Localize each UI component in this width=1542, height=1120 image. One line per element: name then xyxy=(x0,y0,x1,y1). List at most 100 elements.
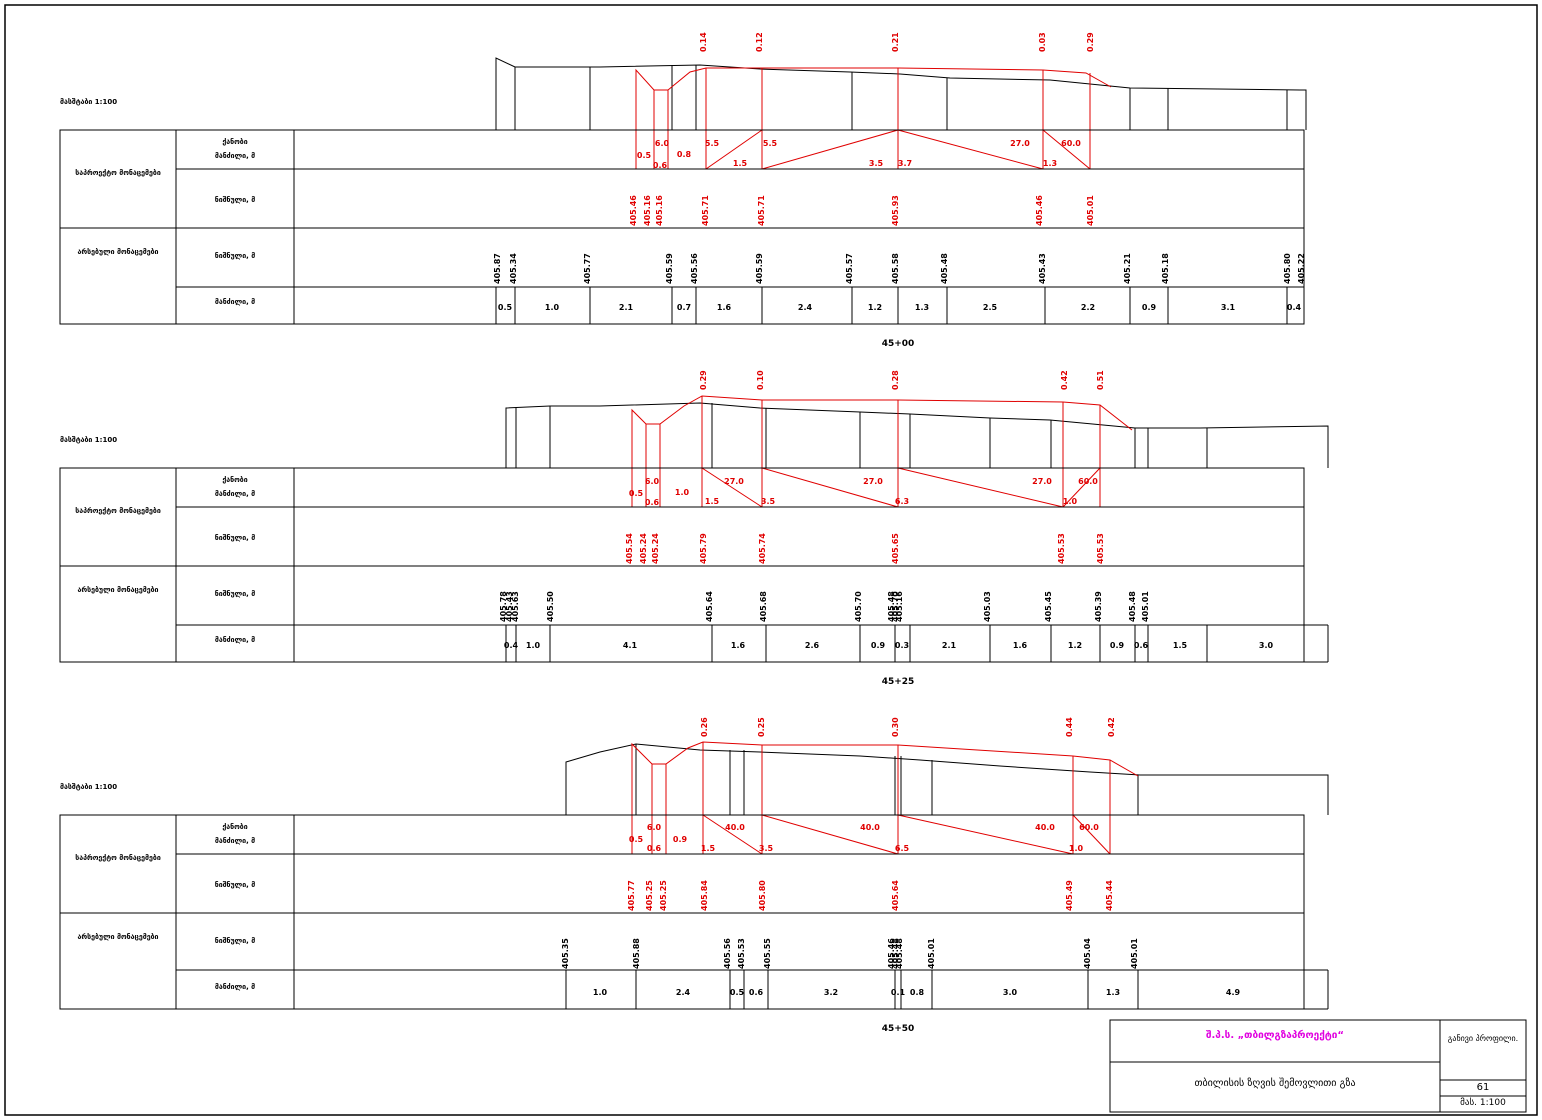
labels-layer: საპროექტო მონაცემები არსებული მონაცემები ქ… xyxy=(75,32,1306,1034)
design-offset-label: 0.51 xyxy=(1096,370,1105,390)
existing-elevation-label: 405.63 xyxy=(511,591,520,622)
existing-elevation-label: 405.78 xyxy=(499,591,508,622)
design-elevation-label: 405.74 xyxy=(758,533,767,564)
existing-distance-label: 3.0 xyxy=(1259,641,1274,650)
sheet-scale: მას. 1:100 xyxy=(1460,1098,1506,1108)
existing-distance-label: 0.9 xyxy=(1110,641,1125,650)
existing-distance-label: 1.3 xyxy=(915,303,929,312)
existing-elevation-label: 405.48 xyxy=(1128,591,1137,622)
existing-elevation-label: 405.48 xyxy=(891,938,900,969)
design-offset-label: 0.26 xyxy=(700,717,709,737)
existing-group-label: არსებული მონაცემები xyxy=(77,248,158,256)
existing-distance-label: 0.4 xyxy=(504,641,519,650)
existing-distance-label: 2.1 xyxy=(942,641,957,650)
existing-elevation-label: 405.87 xyxy=(493,253,502,284)
existing-elevation-label: 405.18 xyxy=(1161,253,1170,284)
existing-distance-label: 1.6 xyxy=(731,641,746,650)
slope-distance-row-label: მანძილი, მ xyxy=(215,152,255,160)
design-elevation-row-label: ნიშნული, მ xyxy=(215,881,255,889)
existing-distance-label: 1.5 xyxy=(1173,641,1188,650)
slope-row-label: ქანობი xyxy=(222,476,247,484)
existing-distance-label: 0.5 xyxy=(730,988,745,997)
section-45-00 xyxy=(59,57,1307,325)
scale-label-1: მასშტაბი 1:100 xyxy=(60,98,118,106)
slope-label: 27.0 xyxy=(1032,477,1052,486)
design-elevation-label: 405.49 xyxy=(1065,880,1074,911)
scale-label-2: მასშტაბი 1:100 xyxy=(60,436,118,444)
existing-elevation-label: 405.46 xyxy=(887,938,896,969)
existing-elevation-label: 405.35 xyxy=(561,938,570,969)
existing-elevation-label: 405.03 xyxy=(983,591,992,622)
design-line xyxy=(631,395,1133,508)
existing-elevation-label: 405.48 xyxy=(895,938,904,969)
existing-distance-label: 0.6 xyxy=(749,988,764,997)
existing-elevation-label: 405.77 xyxy=(583,253,592,284)
existing-distance-label: 2.4 xyxy=(798,303,813,312)
sheet-name: თბილისის ზღვის შემოვლითი გზა xyxy=(1194,1078,1356,1089)
existing-distance-label: 0.9 xyxy=(1142,303,1157,312)
existing-distance-label: 1.6 xyxy=(1013,641,1028,650)
slope-label: 6.0 xyxy=(647,823,662,832)
existing-elevation-row-label: ნიშნული, მ xyxy=(215,252,255,260)
existing-ground-line xyxy=(505,402,1329,468)
existing-distance-label: 1.0 xyxy=(593,988,608,997)
existing-elevation-label: 405.16 xyxy=(895,591,904,622)
slope-label: 1.0 xyxy=(1069,844,1084,853)
design-elevation-label: 405.71 xyxy=(757,195,766,226)
design-elevation-label: 405.54 xyxy=(625,533,634,564)
slope-label: 5.5 xyxy=(763,139,778,148)
existing-distance-label: 4.9 xyxy=(1226,988,1241,997)
design-elevation-label: 405.46 xyxy=(1035,195,1044,226)
design-offset-label: 0.12 xyxy=(755,32,764,52)
design-offset-label: 0.10 xyxy=(756,370,765,390)
slope-label: 60.0 xyxy=(1061,139,1081,148)
design-elevation-label: 405.65 xyxy=(891,533,900,564)
existing-distance-label: 0.6 xyxy=(1134,641,1149,650)
design-elevation-row-label: ნიშნული, მ xyxy=(215,534,255,542)
existing-elevation-label: 405.04 xyxy=(1083,938,1092,969)
slope-label: 60.0 xyxy=(1079,823,1099,832)
slope-label: 0.9 xyxy=(673,835,688,844)
slope-label: 3.5 xyxy=(869,159,884,168)
existing-distance-label: 1.3 xyxy=(1106,988,1120,997)
existing-distance-label: 2.1 xyxy=(619,303,634,312)
existing-distance-label: 2.2 xyxy=(1081,303,1095,312)
design-elevation-label: 405.84 xyxy=(700,880,709,911)
design-elevation-label: 405.77 xyxy=(627,880,636,911)
slope-label: 40.0 xyxy=(725,823,745,832)
existing-elevation-label: 405.59 xyxy=(665,253,674,284)
existing-elevation-label: 405.45 xyxy=(1044,591,1053,622)
existing-elevation-label: 405.70 xyxy=(854,591,863,622)
design-group-label: საპროექტო მონაცემები xyxy=(75,169,161,177)
existing-elevation-row-label: ნიშნული, მ xyxy=(215,590,255,598)
slope-label: 1.5 xyxy=(733,159,748,168)
existing-elevation-label: 405.56 xyxy=(690,253,699,284)
existing-elevation-label: 405.58 xyxy=(891,253,900,284)
existing-distance-row-label: მანძილი, მ xyxy=(215,983,255,991)
design-elevation-label: 405.46 xyxy=(629,195,638,226)
slope-label: 0.5 xyxy=(629,835,644,844)
distance-cells xyxy=(565,970,1139,1009)
existing-elevation-label: 405.88 xyxy=(632,938,641,969)
existing-ground-line xyxy=(495,57,1307,130)
slope-label: 0.6 xyxy=(645,498,660,507)
existing-elevation-label: 405.59 xyxy=(755,253,764,284)
existing-distance-label: 0.4 xyxy=(1287,303,1302,312)
existing-ground-line xyxy=(565,743,1329,815)
slope-label: 1.0 xyxy=(675,488,690,497)
design-elevation-label: 405.16 xyxy=(655,195,664,226)
slope-label: 3.7 xyxy=(898,159,912,168)
existing-distance-label: 0.7 xyxy=(677,303,691,312)
design-elevation-label: 405.16 xyxy=(643,195,652,226)
existing-elevation-label: 405.43 xyxy=(1038,253,1047,284)
data-table xyxy=(59,467,1329,663)
existing-elevation-label: 405.70 xyxy=(891,591,900,622)
existing-distance-label: 3.0 xyxy=(1003,988,1018,997)
design-line xyxy=(631,741,1139,855)
existing-elevation-label: 405.01 xyxy=(1130,938,1139,969)
slope-label: 1.0 xyxy=(1063,497,1078,506)
distance-cells xyxy=(505,625,1208,662)
slope-label: 40.0 xyxy=(1035,823,1055,832)
existing-distance-label: 1.6 xyxy=(717,303,732,312)
design-line xyxy=(635,67,1112,170)
